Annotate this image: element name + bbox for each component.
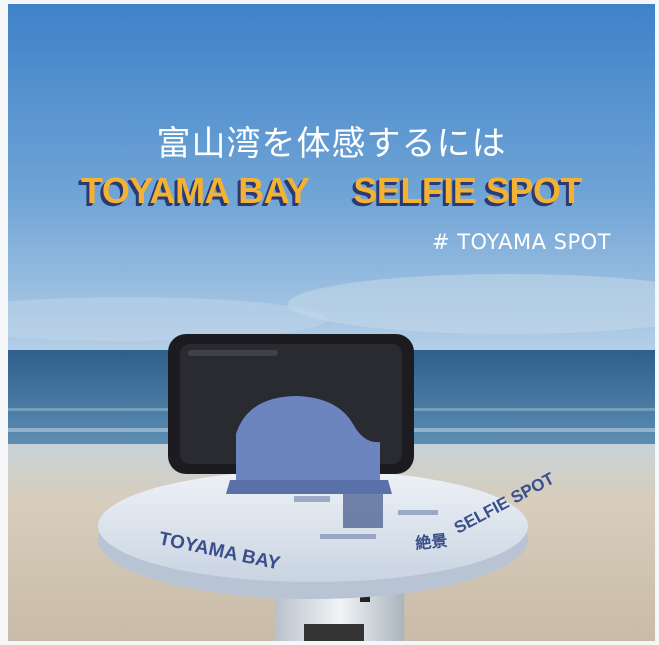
haze-cloud <box>8 297 328 341</box>
haze-cloud <box>288 274 655 334</box>
banner-part-2: SELFIE SPOT <box>353 170 582 211</box>
stand-plate <box>98 470 528 582</box>
post-mark <box>304 624 364 641</box>
scene-photo: TOYAMA BAY 絶景 SELFIE SPOT <box>8 4 655 641</box>
banner-part-1: TOYAMA BAY <box>81 170 310 211</box>
banner-title: TOYAMA BAY SELFIE SPOT <box>8 170 655 212</box>
phone-holder-base <box>226 480 392 494</box>
photo-frame: TOYAMA BAY 絶景 SELFIE SPOT 富山湾を体感するには TOY… <box>8 4 655 641</box>
headline: 富山湾を体感するには <box>156 124 507 164</box>
plate-badge: 絶景 <box>414 531 448 553</box>
hashtag: # TOYAMA SPOT <box>431 230 611 254</box>
phone-holder <box>236 396 380 482</box>
plate-engraving <box>294 494 438 539</box>
smartphone-reflection <box>188 350 278 356</box>
